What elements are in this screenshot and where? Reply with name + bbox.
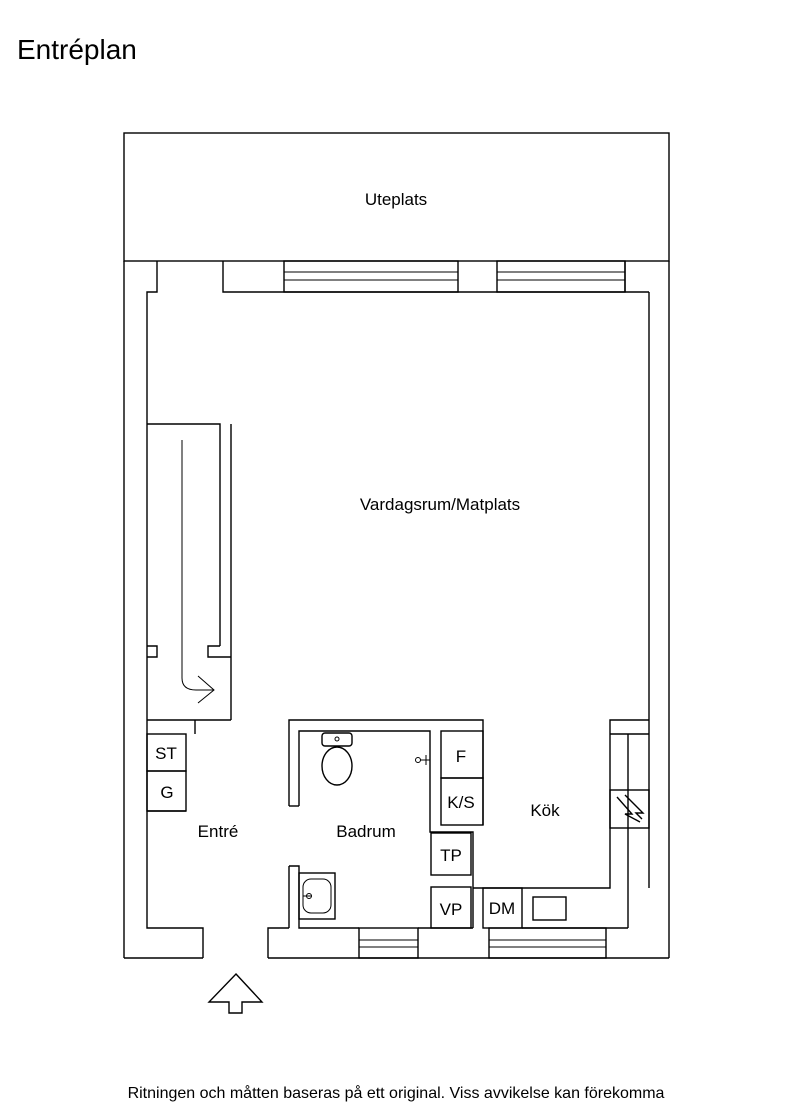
toilet-icon — [321, 732, 353, 786]
bottom-windows — [358, 927, 607, 959]
fridge-freezer-cabinets — [440, 730, 484, 826]
fixture-label-ks: K/S — [447, 793, 474, 812]
shower-valve-icon — [415, 755, 430, 765]
page-title: Entréplan — [17, 34, 137, 65]
fixture-label-f: F — [456, 747, 466, 766]
disclaimer-note: Ritningen och måtten baseras på ett orig… — [127, 1085, 665, 1102]
room-label-badrum: Badrum — [336, 822, 396, 841]
fixture-label-tp: TP — [440, 846, 462, 865]
fixture-label-dm: DM — [489, 899, 515, 918]
room-label-uteplats: Uteplats — [365, 190, 427, 209]
laundry-units — [430, 832, 472, 929]
entrance-arrow-icon — [207, 972, 264, 1014]
room-label-entre: Entré — [198, 822, 239, 841]
outer-walls — [123, 261, 670, 959]
room-label-vardagsrum: Vardagsrum/Matplats — [360, 495, 520, 514]
sink-icon — [298, 872, 336, 920]
fixture-label-st: ST — [155, 744, 177, 763]
fixture-label-vp: VP — [440, 900, 463, 919]
fixture-label-g: G — [160, 783, 173, 802]
staircase — [147, 423, 232, 734]
entre-closet — [146, 733, 187, 812]
room-label-kok: Kök — [530, 801, 560, 820]
kitchen-counter — [473, 719, 650, 929]
top-windows — [283, 260, 626, 293]
